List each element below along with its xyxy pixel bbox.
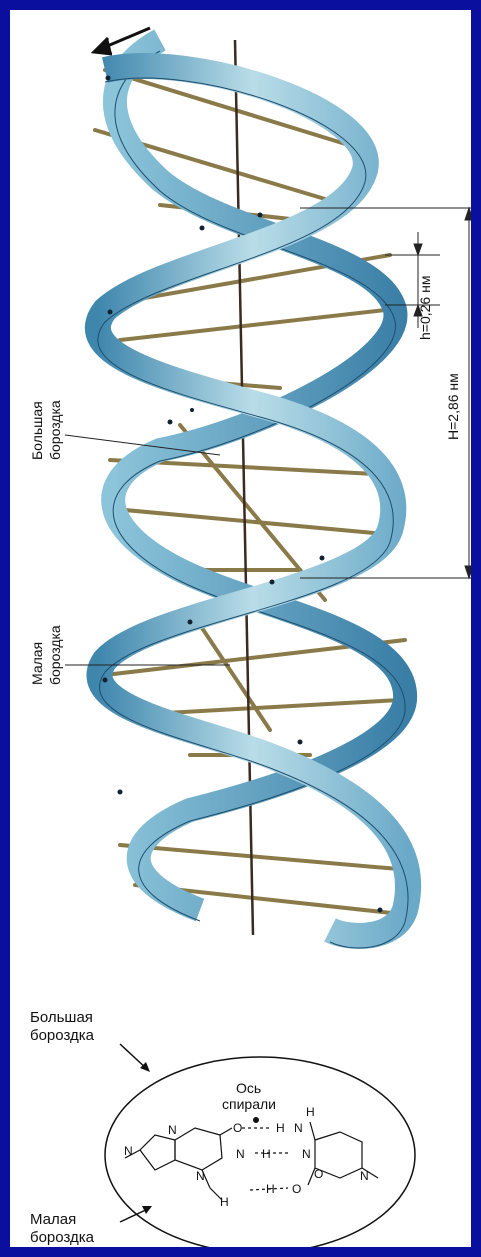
- atom-h-top: H: [276, 1121, 285, 1135]
- cross-section: Большая бороздка Ось спирали: [30, 1009, 415, 1247]
- cs-minor-groove-2: бороздка: [30, 1229, 95, 1246]
- atom-h-ring: H: [306, 1105, 315, 1119]
- atom-n-bottom-right: N: [360, 1169, 369, 1183]
- atom-n-ring-b: N: [196, 1169, 205, 1183]
- atom-h-bottom-2: H: [266, 1182, 275, 1196]
- cs-axis-2: спирали: [222, 1096, 276, 1112]
- cs-axis-dot: [253, 1117, 259, 1123]
- minor-groove-label-2: бороздка: [47, 625, 63, 685]
- purine-structure: [125, 1128, 232, 1200]
- atom-n-top: N: [294, 1121, 303, 1135]
- pitch-label: H=2,86 нм: [445, 373, 461, 440]
- atom-n-mid-right: N: [302, 1147, 311, 1161]
- cs-minor-groove-1: Малая: [30, 1211, 76, 1228]
- atom-o-right: O: [314, 1167, 323, 1181]
- atom-n-mid: N: [236, 1147, 245, 1161]
- atom-n-left: N: [124, 1144, 133, 1158]
- atom-h-bottom: H: [220, 1195, 229, 1209]
- major-groove-label-1: Большая: [29, 401, 45, 460]
- dna-strand-front: [98, 66, 408, 936]
- major-groove-label-2: бороздка: [47, 400, 63, 460]
- cs-axis-1: Ось: [236, 1080, 261, 1096]
- rung: [200, 625, 270, 730]
- diagram-frame: Большая бороздка Малая бороздка h=0,26 н…: [10, 10, 471, 1247]
- dna-diagram: Большая бороздка Малая бороздка h=0,26 н…: [10, 10, 471, 1247]
- cs-minor-arrowhead: [142, 1206, 152, 1214]
- rung: [120, 310, 385, 340]
- rise-label: h=0,26 нм: [417, 276, 433, 340]
- atom-h-mid: H: [262, 1147, 271, 1161]
- minor-groove-label-1: Малая: [29, 642, 45, 685]
- cs-major-groove-1: Большая: [30, 1009, 93, 1026]
- atom-n-ring-a: N: [168, 1123, 177, 1137]
- cs-major-groove-2: бороздка: [30, 1027, 95, 1044]
- rung: [120, 845, 410, 870]
- atom-o-top: O: [233, 1121, 242, 1135]
- atom-o-bottom: O: [292, 1182, 301, 1196]
